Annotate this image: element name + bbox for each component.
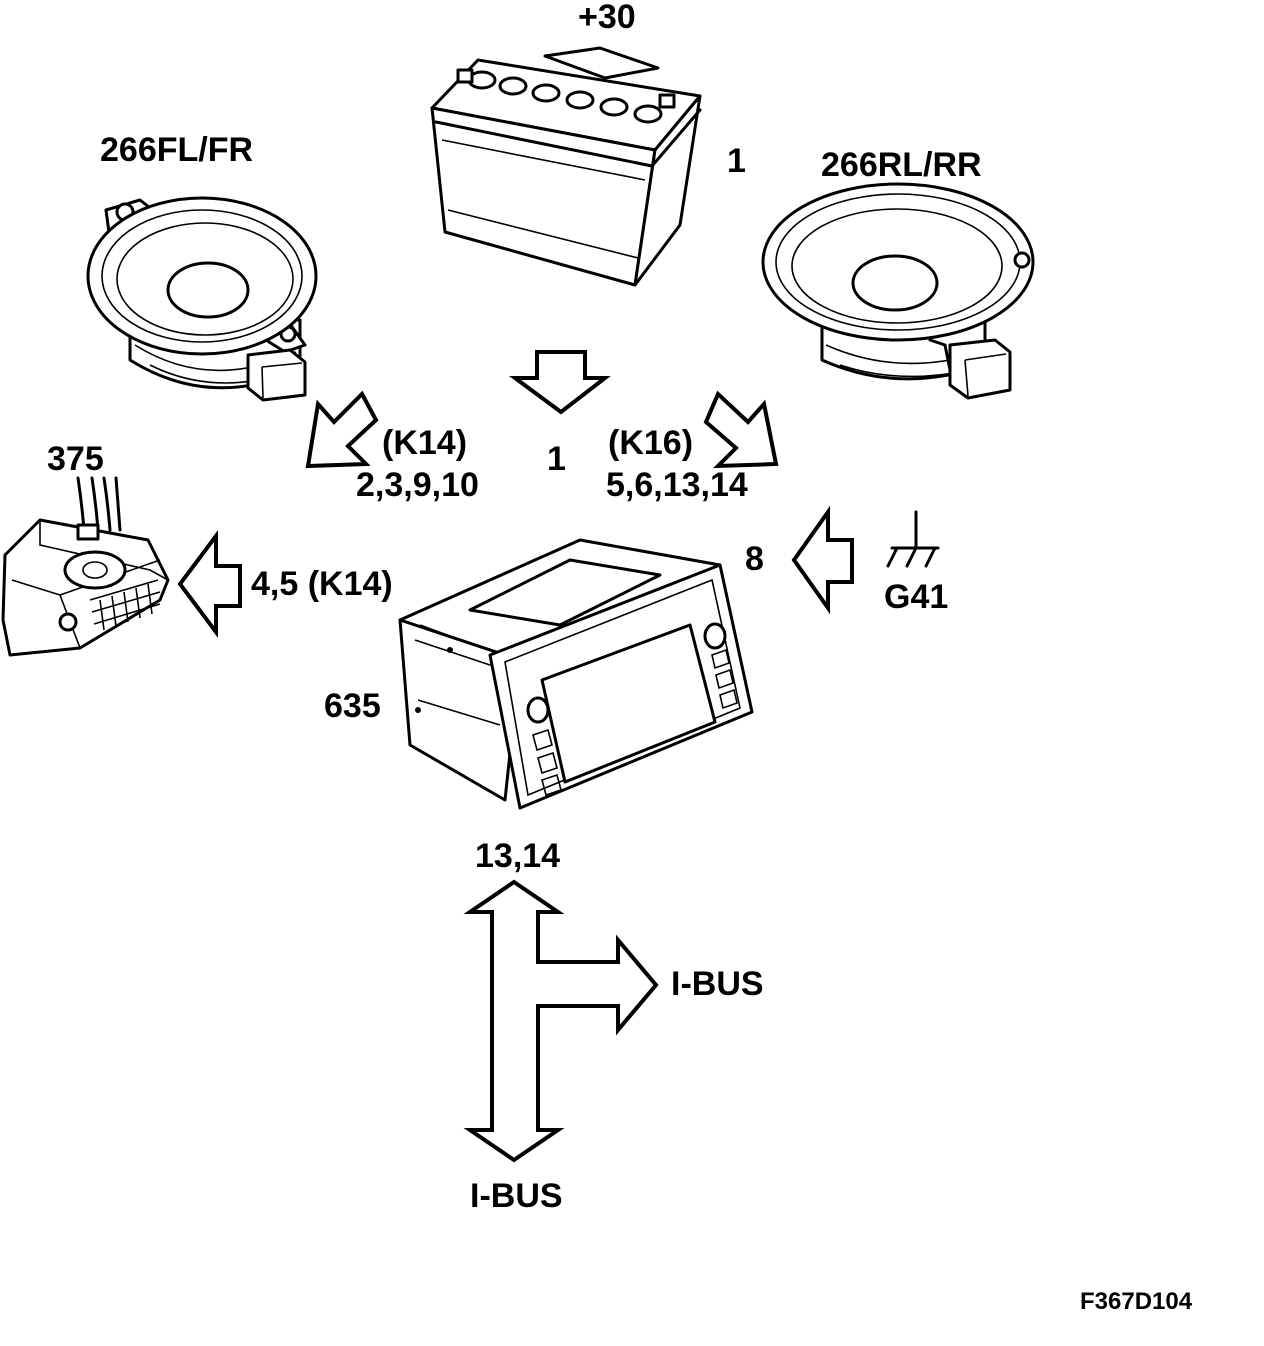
rear-speaker-arrow — [703, 390, 779, 469]
rear-speaker-illustration — [761, 182, 1035, 400]
front-speaker-connector-label: (K14) — [382, 424, 468, 462]
battery-pin-label: 1 — [547, 440, 566, 478]
ibus-bottom-label: I-BUS — [470, 1177, 563, 1215]
radio-unit-label: 635 — [324, 687, 381, 725]
battery-illustration — [430, 46, 702, 287]
front-speaker-arrow — [305, 390, 379, 469]
front-speaker-illustration — [86, 196, 318, 402]
radio-unit-illustration — [398, 538, 754, 810]
front-speaker-label: 266FL/FR — [100, 131, 254, 169]
battery-terminal-label: +30 — [578, 0, 636, 36]
connector-illustration — [1, 476, 170, 657]
ground-arrow — [791, 505, 854, 615]
bus-pins-label: 13,14 — [475, 837, 561, 875]
ground-label: G41 — [884, 578, 949, 616]
ibus-arrow — [463, 879, 659, 1163]
ground-icon — [886, 510, 940, 568]
figure-reference: F367D104 — [1080, 1288, 1193, 1315]
ground-pin-label: 8 — [745, 540, 764, 578]
battery-arrow — [508, 350, 611, 415]
rear-speaker-label: 266RL/RR — [821, 146, 982, 184]
connector-pins-label: 4,5 (K14) — [251, 565, 393, 603]
battery-id-label: 1 — [727, 142, 746, 180]
connector-label: 375 — [47, 440, 104, 478]
connector-arrow — [177, 530, 242, 638]
ibus-right-label: I-BUS — [671, 965, 764, 1003]
rear-speaker-pins-label: 5,6,13,14 — [606, 466, 748, 504]
rear-speaker-connector-label: (K16) — [608, 424, 694, 462]
front-speaker-pins-label: 2,3,9,10 — [356, 466, 479, 504]
